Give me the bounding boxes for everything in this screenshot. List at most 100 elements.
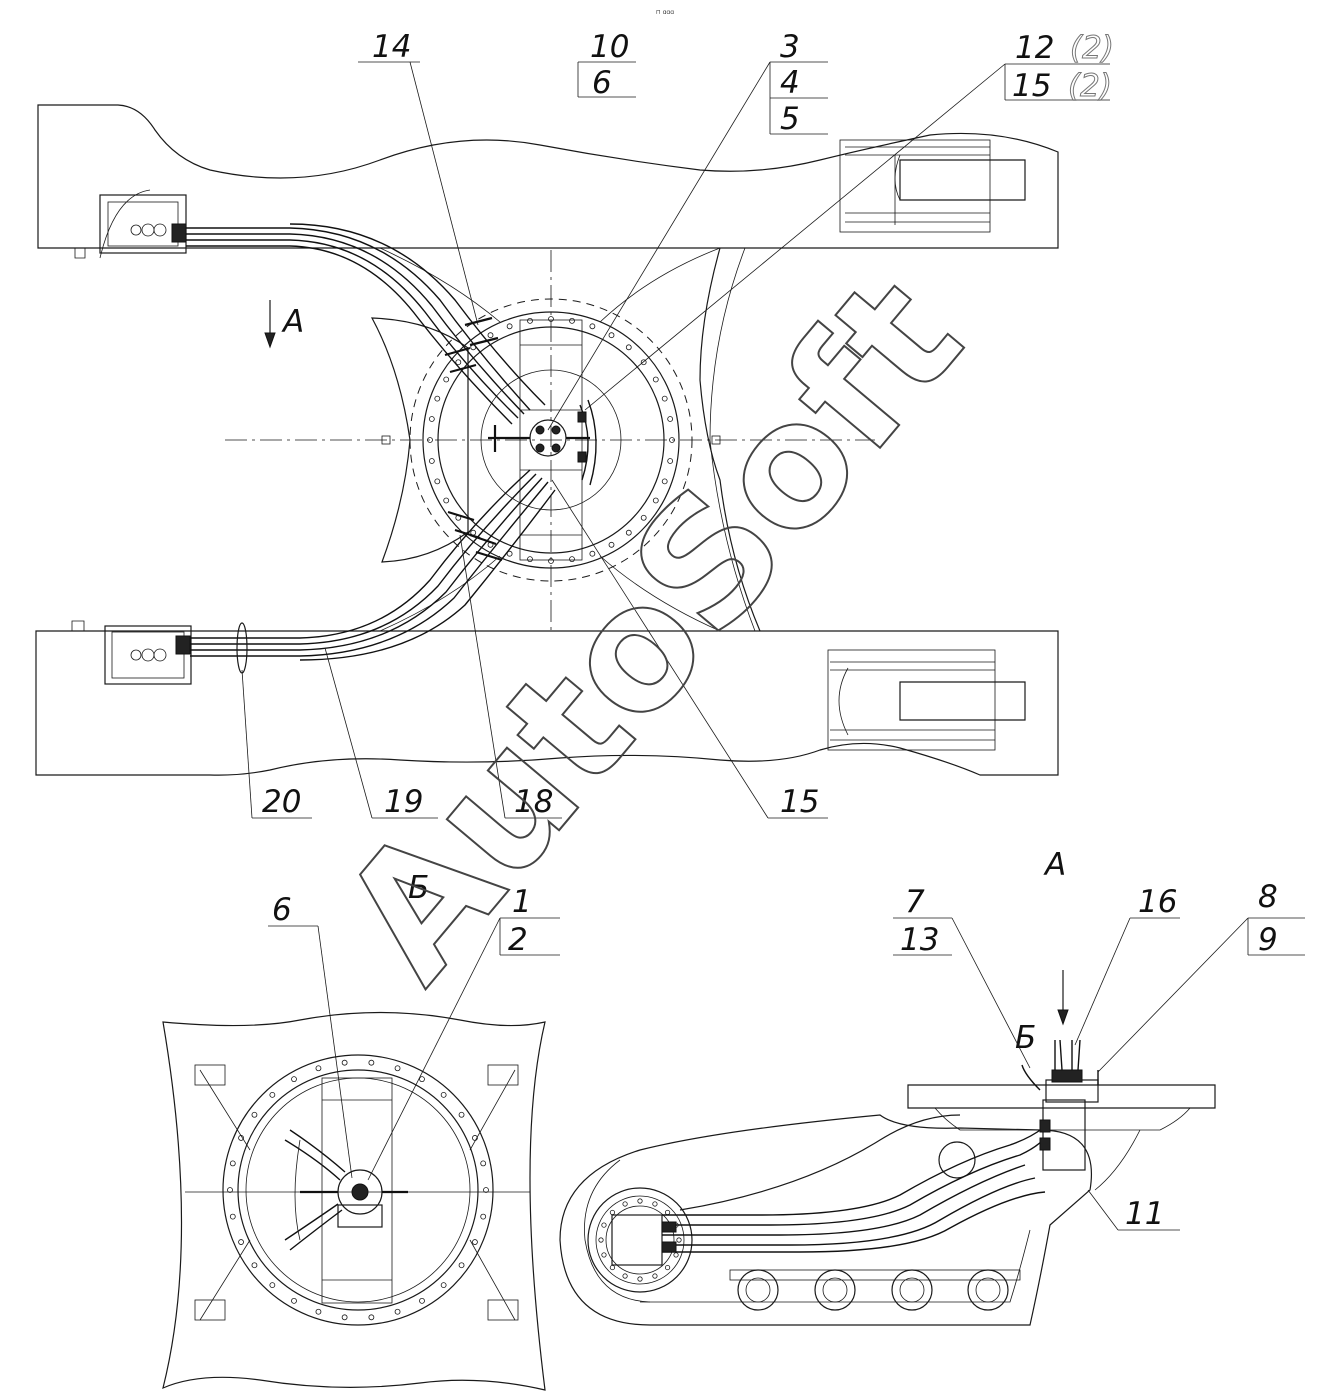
callout-16: 16 (1074, 884, 1180, 1046)
callout-b-6: 6 (268, 892, 353, 1179)
bolt-hole (652, 376, 659, 383)
bolt-hole (622, 1273, 628, 1279)
svg-text:1: 1 (512, 884, 532, 920)
section-b-label: Б (1015, 1020, 1036, 1056)
bolt-hole (472, 1239, 478, 1245)
bolt-hole (238, 1239, 244, 1245)
track-rollers (729, 1269, 1021, 1311)
bolt-hole (527, 317, 533, 324)
callout-14: 14 (358, 29, 479, 326)
bolt-hole (480, 1160, 487, 1167)
bolt-hole (625, 344, 632, 351)
view-b-frame (162, 1011, 546, 1391)
upper-crawler-frame (37, 104, 1059, 249)
bolt-hole (664, 1264, 671, 1271)
bolt-hole (229, 1160, 236, 1167)
bolt-hole (440, 1091, 447, 1098)
bolt-hole (394, 1065, 401, 1072)
callout-1-2: 1 2 (367, 884, 560, 1181)
bolt-hole (341, 1059, 348, 1066)
bolt-hole (428, 416, 435, 422)
view-a-label: А (281, 304, 304, 340)
view-b-bolts (227, 1059, 489, 1321)
svg-text:14: 14 (372, 29, 411, 65)
bolt-hole (455, 359, 462, 366)
svg-text:4: 4 (780, 65, 800, 101)
svg-text:(2): (2) (1070, 30, 1114, 66)
callout-8-9: 8 9 (1097, 879, 1305, 1073)
svg-text:2: 2 (508, 922, 528, 958)
bolt-hole (664, 1209, 671, 1216)
svg-text:13: 13 (900, 922, 939, 958)
callout-7-13: 7 13 (893, 884, 1031, 1069)
central-rotary-joint (488, 399, 597, 486)
header-mark: ⊓ ɑɑɑ (656, 9, 674, 16)
svg-text:8: 8 (1258, 879, 1278, 915)
bolt-hole (368, 1314, 375, 1321)
bolt-hole (291, 1076, 297, 1083)
bolt-hole (569, 317, 575, 324)
lower-left-valve-block (104, 625, 192, 685)
lower-right-drive (827, 649, 1026, 751)
bolt-hole (440, 1282, 447, 1289)
bolt-hole (637, 1276, 643, 1282)
swivel-joint: Б (1015, 970, 1099, 1171)
bolt-hole (368, 1059, 375, 1066)
callout-10-6: 10 6 (577, 29, 636, 101)
bolt-hole (506, 550, 513, 557)
bolt-hole (652, 1201, 658, 1207)
view-b: Б 6 1 (162, 870, 560, 1391)
carbody-outline (370, 317, 469, 563)
bolt-hole (673, 1252, 679, 1258)
watermark: AutoSoft (305, 242, 1000, 1017)
bolt-hole (601, 1252, 607, 1258)
upper-right-drive (839, 139, 1026, 233)
svg-text:7: 7 (905, 884, 925, 920)
hose-clamps (236, 316, 503, 674)
lower-crawler-frame (35, 630, 1059, 776)
bolt-hole (480, 1213, 487, 1220)
bolt-hole (315, 1065, 322, 1072)
bolt-hole (637, 1198, 643, 1204)
bolt-hole (251, 1111, 258, 1118)
bolt-hole (419, 1297, 425, 1304)
svg-text:12: 12 (1015, 30, 1054, 66)
bolt-hole (229, 1213, 236, 1220)
svg-text:18: 18 (514, 784, 553, 820)
crawler-track (559, 1114, 1092, 1326)
upper-left-valve-block (99, 194, 187, 254)
sprocket-bolts (598, 1198, 682, 1282)
bolt-hole (419, 1076, 425, 1083)
svg-text:11: 11 (1125, 1196, 1164, 1232)
bolt-hole (589, 323, 596, 330)
callout-3-4-5: 3 4 5 (547, 29, 828, 431)
callout-11: 11 (1087, 1189, 1180, 1232)
bolt-hole (458, 1111, 465, 1118)
bolt-hole (315, 1308, 322, 1315)
bolt-hole (443, 376, 450, 383)
bolt-hole (341, 1314, 348, 1321)
bolt-hole (589, 550, 596, 557)
bolt-hole (458, 1262, 465, 1269)
turntable-platform (907, 1084, 1216, 1109)
callout-12-15: 12 (2) 15 (2) (584, 30, 1114, 411)
top-view: А 14 10 6 3 4 5 12 (35, 29, 1114, 820)
bolt-hole (608, 541, 615, 548)
bolt-hole (483, 1187, 489, 1193)
bolt-hole (608, 332, 615, 339)
svg-text:(2): (2) (1068, 68, 1112, 104)
bolt-hole (527, 556, 533, 563)
bolt-hole (601, 1222, 607, 1228)
bolt-hole (227, 1187, 233, 1193)
callout-15-bottom: 15 (551, 479, 828, 820)
bolt-hole (609, 1209, 616, 1216)
bolt-hole (269, 1282, 276, 1289)
view-a-side: А (559, 847, 1305, 1326)
bolt-hole (443, 497, 450, 504)
section-a-label: А (1043, 847, 1066, 883)
lower-hose-bundle (190, 469, 556, 661)
bolt-hole (506, 323, 513, 330)
bolt-hole (251, 1262, 258, 1269)
svg-text:3: 3 (780, 29, 800, 65)
